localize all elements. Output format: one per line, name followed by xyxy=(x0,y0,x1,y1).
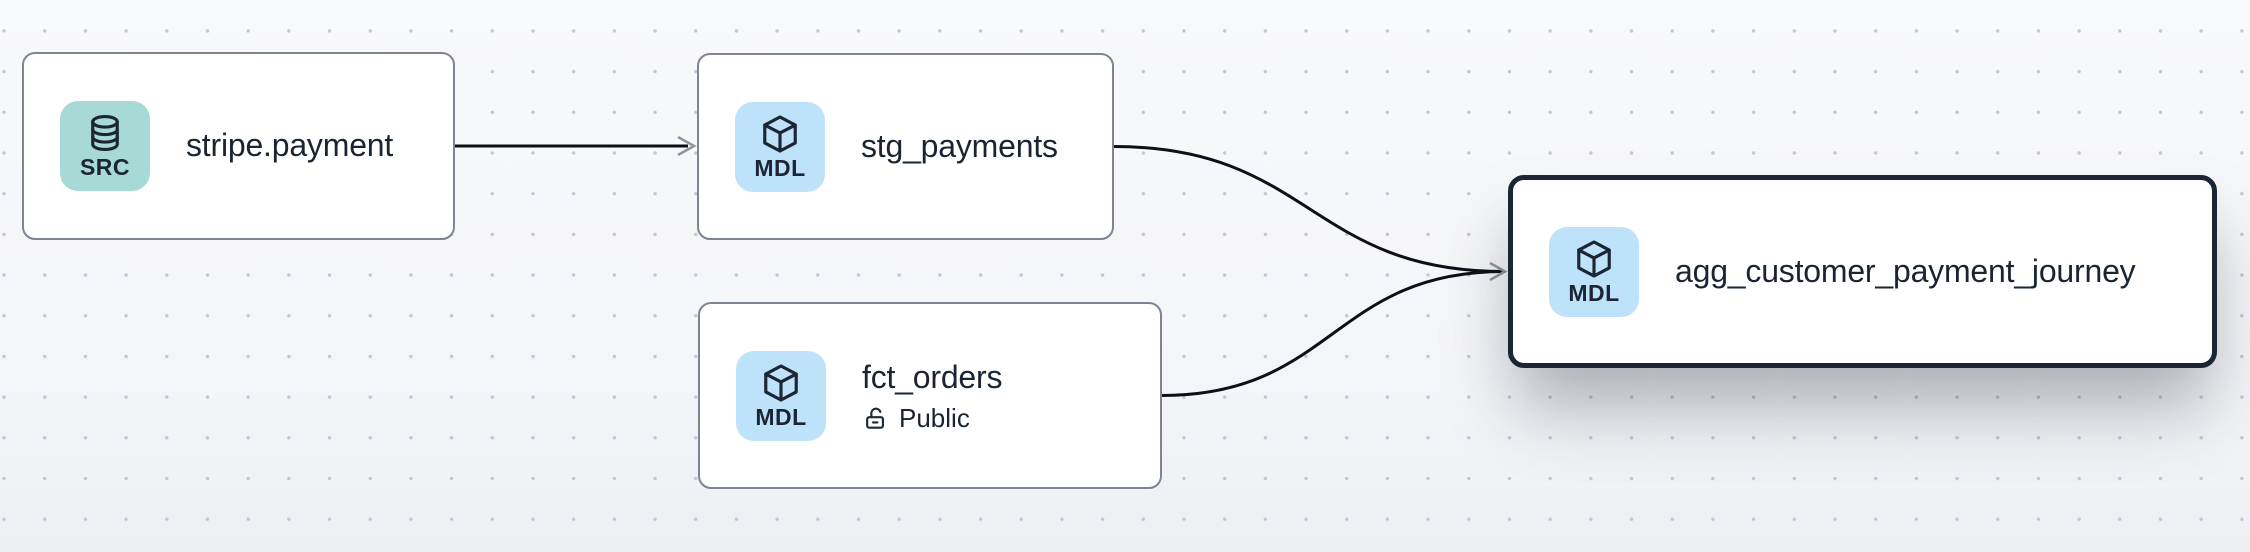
edge-fct-to-agg[interactable] xyxy=(1161,270,1505,397)
cube-icon xyxy=(1577,240,1611,278)
badge-label: MDL xyxy=(755,403,807,430)
model-type-badge: MDL xyxy=(735,101,825,192)
node-title: agg_customer_payment_journey xyxy=(1675,252,2136,289)
access-row: Public xyxy=(862,403,1002,434)
database-icon xyxy=(91,115,119,152)
edge-arrowhead xyxy=(677,135,697,157)
edge-stg-to-agg[interactable] xyxy=(1113,145,1505,273)
node-stripe-payment[interactable]: SRC stripe.payment xyxy=(22,52,455,240)
model-type-badge: MDL xyxy=(736,350,826,441)
badge-label: MDL xyxy=(754,154,806,181)
model-type-badge: MDL xyxy=(1549,226,1639,317)
node-title: stg_payments xyxy=(861,127,1058,164)
node-fct-orders[interactable]: MDL fct_orders Public xyxy=(698,302,1162,489)
access-label: Public xyxy=(899,403,970,434)
lock-open-icon xyxy=(866,407,884,430)
node-title: fct_orders xyxy=(862,358,1003,395)
source-type-badge: SRC xyxy=(60,101,150,191)
node-agg-customer-payment-journey[interactable]: MDL agg_customer_payment_journey xyxy=(1508,175,2217,368)
cube-icon xyxy=(763,115,797,153)
cube-icon xyxy=(764,364,798,402)
badge-label: SRC xyxy=(79,154,131,181)
badge-label: MDL xyxy=(1568,279,1620,306)
edge-arrowhead xyxy=(1489,261,1508,282)
node-stg-payments[interactable]: MDL stg_payments xyxy=(697,53,1114,240)
node-title: stripe.payment xyxy=(186,127,394,164)
